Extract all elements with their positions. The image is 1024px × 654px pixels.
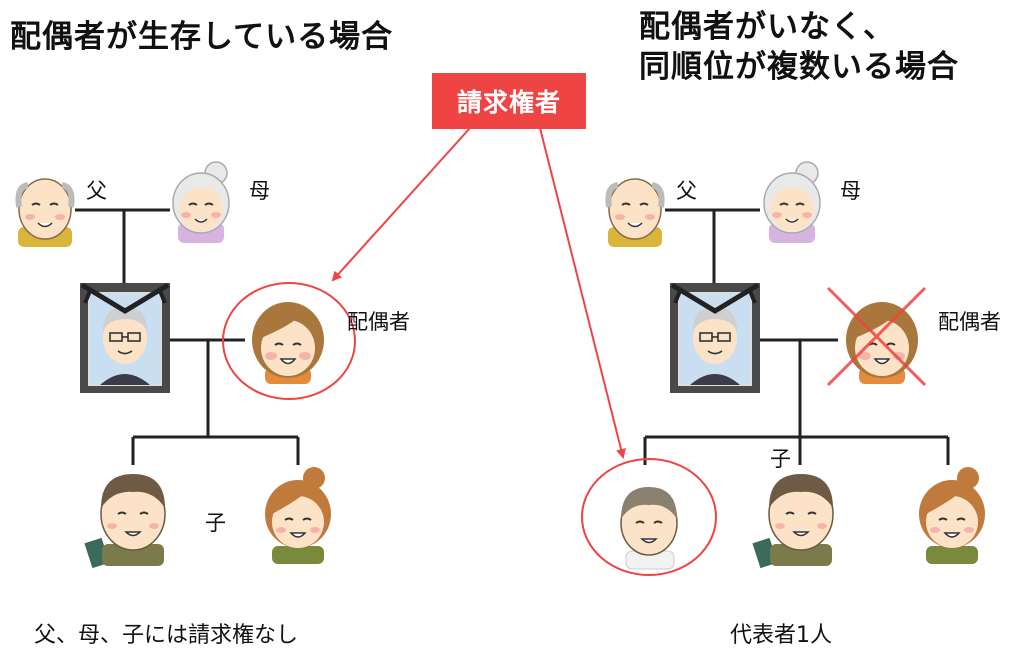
spouse-highlight-circle: [222, 282, 356, 400]
right-title-line2: 同順位が複数いる場合: [639, 49, 959, 85]
girl-icon: [264, 466, 332, 565]
left-title: 配偶者が生存している場合: [10, 19, 394, 55]
arrow-to-representative: [539, 127, 626, 459]
left-children-connector: [131, 338, 300, 465]
mother-label: 母: [249, 179, 270, 203]
spouse-label: 配偶者: [347, 310, 410, 334]
left-parents-connector: [75, 208, 170, 283]
cross-mark-icon: [826, 286, 927, 387]
child-label: 子: [770, 447, 791, 471]
boy-icon: [620, 486, 678, 570]
right-title-line1: 配偶者がいなく、: [639, 9, 895, 45]
father-label: 父: [86, 179, 107, 203]
man-icon: [751, 473, 834, 570]
deceased-portrait-icon: [670, 283, 760, 393]
spouse-label: 配偶者: [938, 310, 1001, 334]
grandfather-icon: [608, 179, 662, 247]
right-children-connector: [643, 338, 950, 465]
claimant-badge: 請求権者: [432, 73, 586, 129]
child-label: 子: [205, 511, 226, 535]
grandmother-icon: [763, 161, 821, 244]
girl-icon: [918, 466, 986, 565]
father-label: 父: [676, 179, 697, 203]
man-icon: [83, 473, 166, 570]
right-family-tree: [581, 161, 986, 576]
mother-label: 母: [840, 179, 861, 203]
arrow-to-spouse: [331, 127, 471, 282]
grandmother-icon: [172, 161, 230, 244]
left-caption: 父、母、子には請求権なし: [34, 623, 299, 648]
right-caption: 代表者1人: [730, 623, 832, 648]
deceased-portrait-icon: [80, 283, 170, 393]
left-family-tree: [18, 161, 356, 570]
woman-icon: [251, 301, 325, 385]
representative-highlight-circle: [581, 458, 717, 576]
grandfather-icon: [18, 179, 72, 247]
right-parents-connector: [665, 208, 760, 283]
